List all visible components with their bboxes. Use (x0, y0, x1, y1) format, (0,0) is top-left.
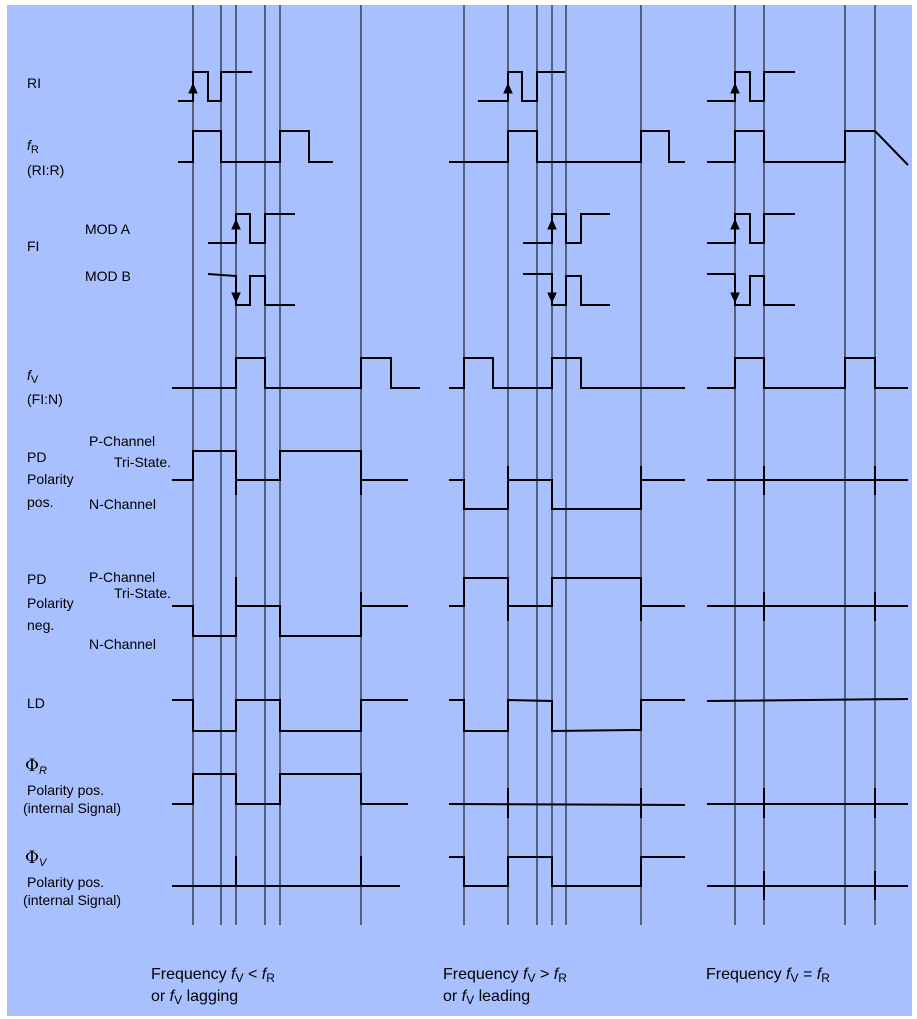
arrow-ri-3-head (730, 82, 740, 94)
waveform-ld-1 (172, 699, 408, 732)
arrow-ri-2-head (503, 82, 513, 94)
label-mod-b: MOD B (85, 268, 131, 284)
label-phi-v-polarity: Polarity pos. (27, 874, 105, 890)
label-n-channel-pos: N-Channel (89, 496, 156, 512)
waveform-fr-3 (707, 130, 909, 166)
waveform-fr-2 (449, 130, 685, 163)
arrow-fi-a-2-head (547, 218, 557, 230)
arrow-fi-a-1-head (231, 218, 241, 230)
waveform-fv-1 (172, 357, 420, 389)
waveform-phi-r-2 (448, 803, 686, 806)
waveform-fr-1 (178, 130, 333, 163)
label-mod-a: MOD A (85, 221, 131, 237)
arrow-fi-b-1-head (231, 292, 241, 304)
caption-lagging-line1: Frequency fV < fR (151, 966, 275, 985)
label-phi-v-internal: (internal Signal) (23, 892, 122, 908)
label-pd-neg-1: PD (27, 571, 47, 587)
waveform-pd-neg-2 (449, 577, 685, 607)
time-guide-lines (192, 5, 876, 925)
arrow-fi-b-2-head (547, 292, 557, 304)
waveform-ri-1 (178, 71, 252, 102)
label-fv: fV (27, 367, 39, 386)
label-tri-state-pos: Tri-State. (114, 454, 172, 470)
label-n-channel-neg: N-Channel (89, 636, 156, 652)
waveform-pd-pos-1 (172, 450, 408, 481)
label-ld: LD (27, 695, 45, 711)
label-p-channel-pos: P-Channel (89, 433, 156, 449)
label-fr: fR (27, 137, 39, 156)
edge-arrows (188, 82, 740, 304)
waveform-phi-r-1 (172, 773, 408, 805)
label-pd-neg-2: Polarity (27, 595, 74, 611)
caption-equal: Frequency fV = fR (706, 966, 830, 985)
label-tri-state-neg: Tri-State. (114, 585, 172, 601)
label-phi-r-internal: (internal Signal) (23, 800, 122, 816)
label-pd-neg-3: neg. (27, 617, 55, 633)
label-fi: FI (27, 238, 40, 254)
waveform-ri-3 (707, 71, 795, 102)
label-fr-note: (RI:R) (27, 162, 65, 178)
waveform-fi-b-3 (707, 273, 795, 306)
label-phi-v: ΦV (25, 848, 47, 869)
caption-leading-line1: Frequency fV > fR (443, 966, 567, 985)
diagram-panel (7, 5, 912, 1016)
waveform-fi-a-3 (707, 213, 795, 244)
waveform-pd-pos-2 (449, 479, 685, 510)
caption-leading-line2: or fV leading (443, 988, 531, 1007)
arrow-fi-b-3-head (730, 292, 740, 304)
label-pd-pos-1: PD (27, 449, 47, 465)
label-pd-pos-2: Polarity (27, 471, 74, 487)
label-phi-r: ΦR (25, 756, 47, 777)
waveform-pd-neg-1 (172, 605, 408, 637)
label-ri: RI (27, 75, 41, 91)
waveform-ld-3 (706, 698, 909, 702)
waveform-fv-3 (707, 357, 908, 389)
arrow-ri-1-head (188, 82, 198, 94)
waveform-fi-a-2 (523, 213, 610, 244)
waveforms (172, 71, 909, 900)
caption-lagging-line2: or fV lagging (151, 988, 239, 1007)
waveform-fv-2 (449, 357, 685, 389)
waveform-phi-v-2 (449, 856, 685, 887)
label-phi-r-polarity: Polarity pos. (27, 782, 105, 798)
arrow-fi-a-3-head (730, 218, 740, 230)
label-fv-note: (FI:N) (27, 391, 63, 407)
waveform-ld-2 (449, 698, 685, 733)
waveform-fi-b-2 (523, 273, 610, 306)
label-pd-pos-3: pos. (27, 494, 54, 510)
label-p-channel-neg: P-Channel (89, 569, 156, 585)
